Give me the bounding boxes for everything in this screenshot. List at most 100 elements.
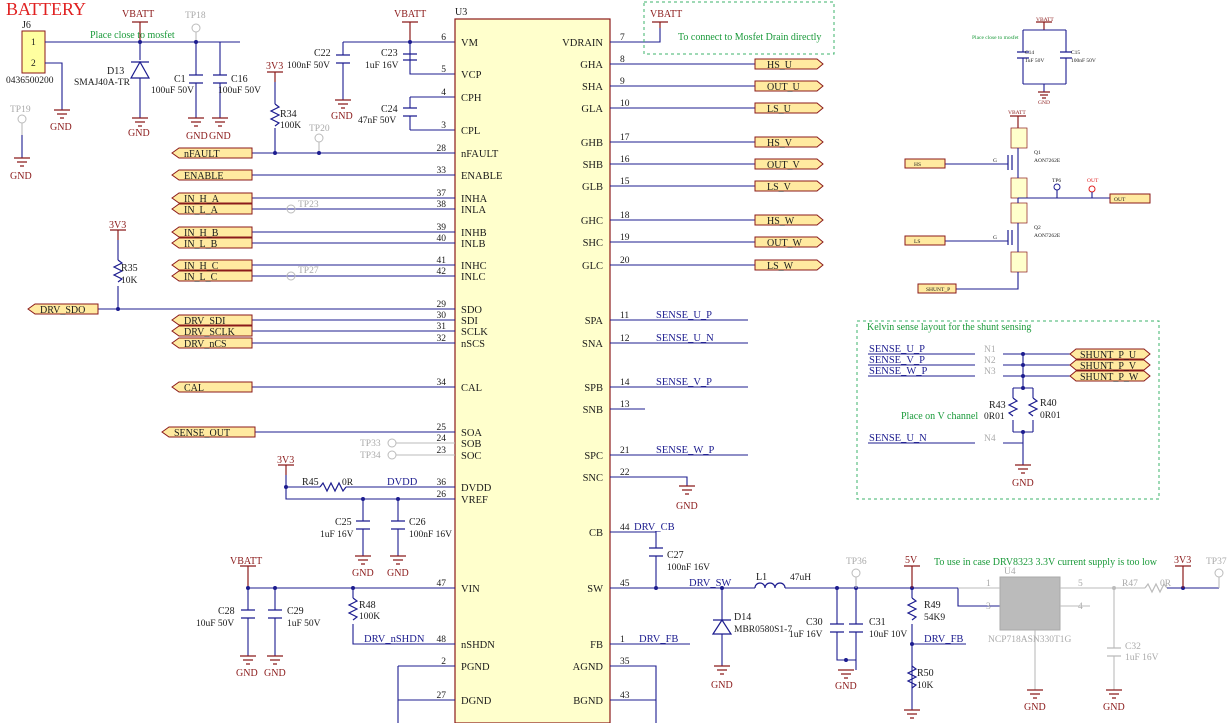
capacitor-c30[interactable]: C30 1uF 16V (789, 588, 856, 661)
testpoint-tp18[interactable]: TP18 (185, 11, 206, 42)
capacitor-c24[interactable]: C24 47nF 50V (358, 96, 455, 131)
capacitor-c23[interactable]: C23 1uF 16V (365, 48, 417, 71)
resistor-r35[interactable]: 3V3 R35 10K (109, 220, 138, 309)
svg-text:Q1: Q1 (1034, 150, 1041, 156)
svg-text:100nF 50V: 100nF 50V (1071, 58, 1096, 64)
port-in-l-b[interactable]: IN_L_B (171, 237, 253, 250)
port-drv-sdi[interactable]: DRV_SDI (171, 314, 253, 327)
capacitor-c25[interactable]: C25 1uF 16V GND (320, 499, 374, 579)
resistor-r47[interactable]: R47 0R (1122, 579, 1219, 594)
svg-text:10: 10 (620, 99, 630, 109)
net-sense-un: SENSE_U_N (656, 333, 714, 344)
port-in-h-c[interactable]: IN_H_C (171, 259, 253, 272)
svg-text:7: 7 (620, 33, 625, 43)
testpoint-tp37[interactable]: TP37 (1206, 557, 1227, 588)
connector-j6[interactable]: J6 1 2 0436500200 (6, 20, 54, 86)
testpoint-tp34[interactable]: TP34 (360, 450, 455, 461)
svg-text:48: 48 (437, 635, 447, 645)
svg-text:SHC: SHC (583, 238, 603, 249)
capacitor-c31[interactable]: C31 10uF 10V GND (835, 588, 907, 692)
port-cal[interactable]: CAL (171, 381, 253, 394)
capacitor-c1[interactable]: C1 100uF 50V (151, 42, 227, 118)
resistor-r43[interactable]: R43 0R01 (984, 400, 1006, 422)
testpoint-tp27[interactable]: TP27 (286, 266, 319, 281)
diode-d14[interactable]: D14 MBR0580S1-7 GND (711, 588, 792, 691)
port-drv-ncs[interactable]: DRV_nCS (171, 337, 253, 350)
resistor-r34[interactable]: 3V3 R34 100K (266, 61, 301, 153)
testpoint-tp20[interactable]: TP20 (309, 124, 330, 153)
port-ls-w[interactable]: LS_W (754, 259, 824, 272)
port-hs-w[interactable]: HS_W (754, 214, 824, 227)
resistor-r50[interactable]: R50 10K (904, 665, 934, 719)
svg-text:IN_H_B: IN_H_B (184, 228, 219, 239)
testpoint-tp23[interactable]: TP23 (286, 200, 319, 214)
capacitor-c26[interactable]: C26 100nF 16V GND (387, 499, 452, 579)
port-shunt-p-v[interactable]: SHUNT_P_V (1069, 359, 1151, 372)
svg-text:18: 18 (620, 211, 630, 221)
capacitor-c22[interactable]: C22 100nF 50V GND (287, 48, 353, 122)
port-hs-u[interactable]: HS_U (754, 58, 824, 71)
svg-text:C24: C24 (381, 104, 398, 115)
svg-text:OUT_V: OUT_V (767, 160, 801, 171)
port-out-v[interactable]: OUT_V (754, 158, 824, 171)
port-drv-sclk[interactable]: DRV_SCLK (171, 325, 253, 338)
svg-text:5V: 5V (905, 555, 918, 566)
svg-text:SHA: SHA (582, 82, 603, 93)
svg-text:GND: GND (209, 131, 231, 142)
svg-text:IN_H_C: IN_H_C (184, 261, 219, 272)
port-in-l-c[interactable]: IN_L_C (171, 270, 253, 283)
svg-text:VIN: VIN (461, 584, 480, 595)
svg-text:SHUNT_P: SHUNT_P (926, 287, 950, 293)
testpoint-tp33[interactable]: TP33 (360, 438, 455, 449)
ldo-u4[interactable]: U4 NCP718ASN330T1G 1 3 5 4 GND (958, 567, 1145, 713)
svg-text:AON7262E: AON7262E (1034, 233, 1061, 239)
port-shunt-p-w[interactable]: SHUNT_P_W (1069, 370, 1151, 383)
port-out-w[interactable]: OUT_W (754, 236, 824, 249)
svg-text:3V3: 3V3 (266, 61, 283, 72)
port-enable[interactable]: ENABLE (171, 169, 253, 182)
svg-text:SHUNT_P_U: SHUNT_P_U (1080, 350, 1137, 361)
port-in-l-a[interactable]: IN_L_A (171, 203, 253, 216)
testpoint-tp19[interactable]: TP19 GND (10, 105, 32, 182)
svg-text:100nF 16V: 100nF 16V (409, 530, 452, 540)
resistor-r49[interactable]: R49 54K9 (906, 588, 945, 666)
port-ls-u[interactable]: LS_U (754, 102, 824, 115)
svg-text:VDRAIN: VDRAIN (562, 38, 603, 49)
note-place-close: Place close to mosfet (90, 30, 175, 41)
resistor-r40[interactable]: R40 0R01 (1040, 398, 1061, 421)
svg-text:D14: D14 (734, 612, 751, 623)
port-shunt-p-u[interactable]: SHUNT_P_U (1069, 348, 1151, 361)
capacitor-c32[interactable]: C32 1uF 16V GND (1103, 588, 1159, 713)
port-out-u[interactable]: OUT_U (754, 80, 824, 93)
port-drv-sdo[interactable]: DRV_SDO (27, 303, 99, 316)
capacitor-c28[interactable]: C28 10uF 50V GND (196, 606, 258, 679)
ic-u3[interactable]: U3 (454, 7, 611, 723)
capacitor-c16[interactable]: C16 100uF 50V (218, 74, 261, 96)
diode-d13[interactable]: D13 SMAJ40A-TR GND (74, 42, 151, 139)
note-place-v: Place on V channel (901, 411, 978, 422)
capacitor-c27[interactable]: C27 100nF 16V (649, 547, 710, 573)
resistor-r48[interactable]: R48 100K (347, 588, 455, 645)
svg-text:HS_W: HS_W (767, 216, 795, 227)
svg-text:47nF 50V: 47nF 50V (358, 116, 396, 126)
svg-text:AGND: AGND (573, 662, 604, 673)
port-ls-v[interactable]: LS_V (754, 180, 824, 193)
port-in-h-b[interactable]: IN_H_B (171, 226, 253, 239)
port-in-h-a[interactable]: IN_H_A (171, 192, 253, 205)
resistor-r45[interactable]: 3V3 R45 0R (277, 455, 455, 500)
u3-right-pins: 7VDRAIN8GHA9SHA10GLA17GHB16SHB15GLB18GHC… (562, 33, 630, 707)
port-nfault[interactable]: nFAULT (171, 147, 253, 160)
port-hs-v[interactable]: HS_V (754, 136, 824, 149)
capacitor-c29[interactable]: C29 1uF 50V GND (264, 606, 321, 679)
testpoint-tp36[interactable]: TP36 (846, 557, 867, 588)
svg-text:0R01: 0R01 (1040, 411, 1061, 421)
inductor-l1[interactable]: L1 47uH (754, 572, 811, 589)
port-sense-out[interactable]: SENSE_OUT (161, 426, 256, 439)
svg-text:GLB: GLB (582, 182, 603, 193)
